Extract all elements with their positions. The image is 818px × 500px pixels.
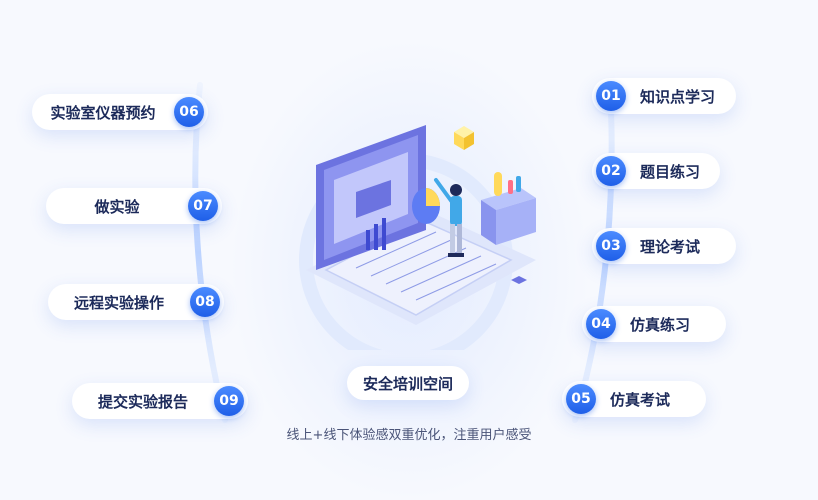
- left-item-06[interactable]: 实验室仪器预约 06: [32, 94, 208, 130]
- right-item-label: 仿真考试: [610, 390, 671, 409]
- right-item-number: 05: [566, 384, 596, 414]
- right-item-number: 04: [586, 309, 616, 339]
- right-item-label: 仿真练习: [630, 315, 691, 334]
- center-caption: 线上+线下体验感双重优化，注重用户感受: [286, 428, 532, 443]
- left-item-number: 09: [214, 386, 244, 416]
- left-item-number: 07: [188, 191, 218, 221]
- left-item-07[interactable]: 做实验 07: [46, 188, 222, 224]
- right-item-label: 题目练习: [640, 162, 701, 181]
- right-item-01[interactable]: 01 知识点学习: [592, 78, 736, 114]
- right-item-number: 02: [596, 156, 626, 186]
- right-item-label: 知识点学习: [640, 87, 716, 106]
- right-item-label: 理论考试: [640, 237, 701, 256]
- left-item-08[interactable]: 远程实验操作 08: [48, 284, 224, 320]
- right-item-02[interactable]: 02 题目练习: [592, 153, 720, 189]
- center-title-badge: 安全培训空间: [347, 366, 469, 400]
- laptop-analytics-illustration: [299, 125, 536, 350]
- right-item-04[interactable]: 04 仿真练习: [582, 306, 726, 342]
- right-item-number: 01: [596, 81, 626, 111]
- left-item-number: 08: [190, 287, 220, 317]
- right-item-number: 03: [596, 231, 626, 261]
- left-item-label: 远程实验操作: [73, 293, 164, 312]
- left-item-label: 实验室仪器预约: [50, 103, 156, 122]
- left-item-label: 提交实验报告: [97, 392, 188, 411]
- left-item-number: 06: [174, 97, 204, 127]
- right-item-05[interactable]: 05 仿真考试: [562, 381, 706, 417]
- right-item-03[interactable]: 03 理论考试: [592, 228, 736, 264]
- left-item-09[interactable]: 提交实验报告 09: [72, 383, 248, 419]
- left-item-label: 做实验: [94, 197, 140, 216]
